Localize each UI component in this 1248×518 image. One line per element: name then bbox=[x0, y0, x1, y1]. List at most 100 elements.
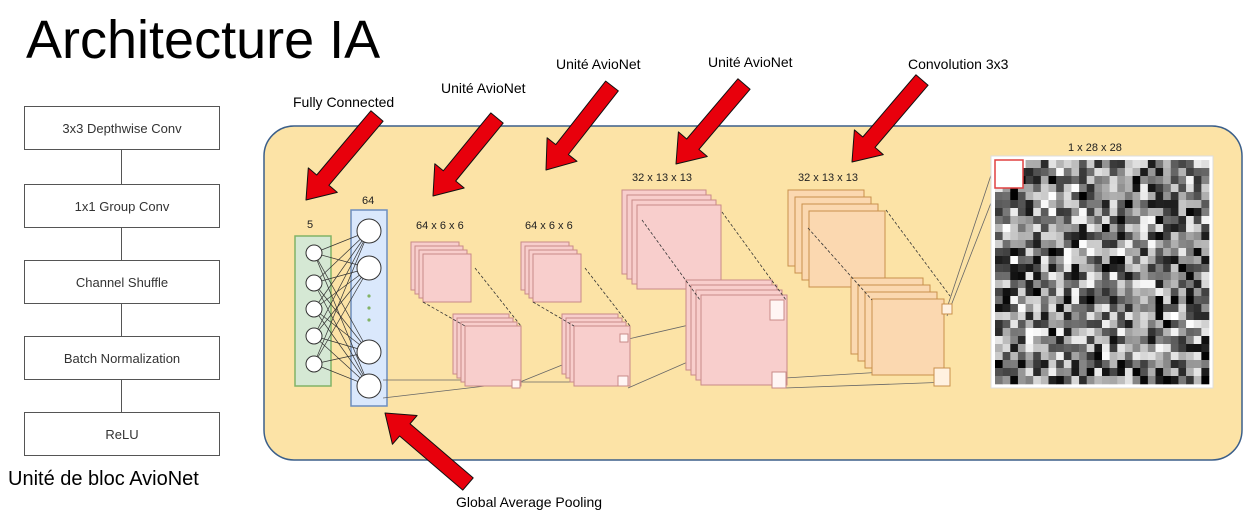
input-pixel bbox=[1079, 248, 1088, 257]
input-pixel bbox=[1056, 296, 1065, 305]
input-pixel bbox=[1002, 240, 1011, 249]
input-pixel bbox=[1002, 320, 1011, 329]
block-connector bbox=[121, 304, 122, 336]
input-pixel bbox=[1033, 160, 1042, 169]
input-pixel bbox=[1002, 256, 1011, 265]
input-pixel bbox=[1132, 320, 1141, 329]
input-pixel bbox=[1033, 256, 1042, 265]
input-pixel bbox=[1147, 320, 1156, 329]
input-pixel bbox=[1109, 264, 1118, 273]
projection-dash bbox=[584, 267, 631, 327]
input-pixel bbox=[1079, 168, 1088, 177]
input-pixel bbox=[1147, 376, 1156, 385]
fc-connection bbox=[313, 230, 370, 337]
input-pixel bbox=[1063, 328, 1072, 337]
input-pixel bbox=[1193, 320, 1202, 329]
input-pixel bbox=[1178, 160, 1187, 169]
input-pixel bbox=[1193, 376, 1202, 385]
input-pixel bbox=[1140, 272, 1149, 281]
input-pixel bbox=[1094, 352, 1103, 361]
input-pixel bbox=[1017, 376, 1026, 385]
input-pixel bbox=[1102, 176, 1110, 185]
input-pixel bbox=[1124, 336, 1133, 345]
input-pixel bbox=[1147, 344, 1156, 353]
input-pixel bbox=[1040, 160, 1049, 169]
input-pixel bbox=[995, 304, 1003, 313]
input-pixel bbox=[1071, 272, 1080, 281]
input-pixel bbox=[1147, 288, 1156, 297]
input-pixel bbox=[1140, 328, 1149, 337]
fc-connection bbox=[313, 267, 370, 365]
input-pixel bbox=[1201, 208, 1210, 217]
input-pixel bbox=[1193, 208, 1202, 217]
input-pixel bbox=[1178, 280, 1187, 289]
input-pixel bbox=[1170, 280, 1179, 289]
block-connector bbox=[121, 150, 122, 184]
input-pixel bbox=[1094, 312, 1103, 321]
input-pixel bbox=[1017, 232, 1026, 241]
input-pixel bbox=[1002, 216, 1011, 225]
input-pixel bbox=[1163, 264, 1172, 273]
input-pixel bbox=[1040, 288, 1049, 297]
hidden-size-label: 64 bbox=[362, 195, 375, 207]
input-pixel bbox=[1033, 312, 1042, 321]
input-pixel bbox=[1186, 352, 1195, 361]
input-pixel bbox=[1117, 184, 1126, 193]
input-pixel bbox=[1124, 368, 1133, 377]
input-pixel bbox=[1155, 296, 1164, 305]
input-pixel bbox=[995, 328, 1003, 337]
input-pixel bbox=[1094, 368, 1103, 377]
input-pixel bbox=[1201, 248, 1210, 257]
input-pixel bbox=[1048, 320, 1057, 329]
input-pixel bbox=[1117, 192, 1126, 201]
input-pixel bbox=[1193, 272, 1202, 281]
input-pixel bbox=[1094, 288, 1103, 297]
input-pixel bbox=[1155, 232, 1164, 241]
input-pixel bbox=[1040, 168, 1049, 177]
input-pixel bbox=[1040, 304, 1049, 313]
input-pixel bbox=[1147, 272, 1156, 281]
input-pixel bbox=[1147, 240, 1156, 249]
input-pixel bbox=[995, 256, 1003, 265]
output-neuron bbox=[305, 327, 323, 345]
hidden-neuron bbox=[356, 255, 382, 281]
input-pixel bbox=[1109, 360, 1118, 369]
input-pixel bbox=[1124, 360, 1133, 369]
input-pixel bbox=[1140, 344, 1149, 353]
input-pixel bbox=[1147, 368, 1156, 377]
group-conv-block: 1x1 Group Conv bbox=[24, 184, 220, 228]
input-pixel bbox=[1201, 240, 1210, 249]
input-pixel bbox=[1170, 224, 1179, 233]
conv-dims-label: 32 x 13 x 13 bbox=[798, 172, 858, 184]
input-pixel bbox=[1193, 184, 1202, 193]
input-pixel bbox=[1193, 280, 1202, 289]
input-pixel bbox=[1002, 328, 1011, 337]
input-pixel bbox=[1147, 168, 1156, 177]
input-pixel bbox=[1140, 264, 1149, 273]
input-pixel bbox=[1201, 192, 1210, 201]
input-pixel bbox=[1117, 288, 1126, 297]
input-pixel bbox=[1163, 312, 1172, 321]
input-pixel bbox=[1117, 368, 1126, 377]
input-pixel bbox=[1017, 368, 1026, 377]
input-pixel bbox=[1071, 336, 1080, 345]
input-pixel bbox=[1010, 288, 1019, 297]
input-pixel bbox=[1132, 160, 1141, 169]
input-pixel bbox=[1178, 264, 1187, 273]
input-pixel bbox=[1048, 288, 1057, 297]
input-pixel bbox=[1002, 288, 1011, 297]
input-pixel bbox=[995, 352, 1003, 361]
input-pixel bbox=[1086, 272, 1095, 281]
input-pixel bbox=[1002, 360, 1011, 369]
input-pixel bbox=[1025, 296, 1034, 305]
input-pixel bbox=[1025, 368, 1034, 377]
input-pixel bbox=[1079, 320, 1088, 329]
input-pixel bbox=[1094, 256, 1103, 265]
input-pixel bbox=[1048, 336, 1057, 345]
input-pixel bbox=[995, 224, 1003, 233]
input-pixel bbox=[1201, 320, 1210, 329]
fc-connection bbox=[313, 282, 370, 353]
input-pixel bbox=[1102, 272, 1110, 281]
input-pixel bbox=[1040, 184, 1049, 193]
input-pixel bbox=[1094, 160, 1103, 169]
